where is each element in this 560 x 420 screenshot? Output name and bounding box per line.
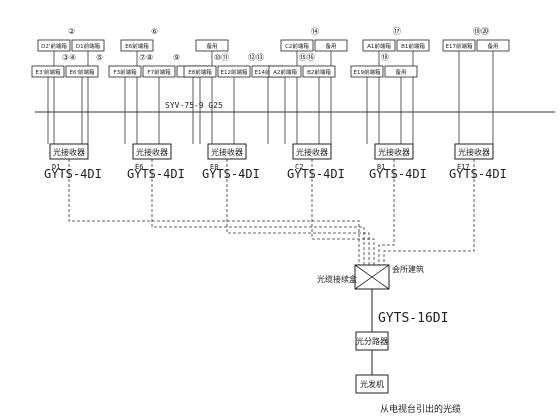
receiver-label: 光接收器 <box>136 147 168 157</box>
frontend-box-label: B2前端箱 <box>307 68 331 76</box>
frontend-box-label: D1前端箱 <box>76 42 101 50</box>
camera-marker: ⑤ <box>96 53 103 62</box>
frontend-box-label: B1前端箱 <box>401 42 425 50</box>
frontend-box-label: 备用 <box>325 42 336 50</box>
main-fiber-label: GYTS-16DI <box>378 311 448 326</box>
camera-marker: ⑥ <box>151 27 158 36</box>
camera-marker: ⑨ <box>173 53 180 62</box>
frontend-box-label: C2前端箱 <box>285 42 309 50</box>
splitter-label: 光分路器 <box>356 336 388 346</box>
camera-marker: ⑩⑪ <box>214 53 229 62</box>
splice-box-cross-b <box>354 264 390 290</box>
node-label: E8 <box>210 163 218 171</box>
node-label: D1 <box>52 163 60 171</box>
fiber-branch-line <box>378 159 395 265</box>
camera-marker: ③④ <box>62 53 76 62</box>
camera-marker: ⑮⑯ <box>299 53 315 62</box>
frontend-box-label: E19前端箱 <box>354 68 381 76</box>
fiber-branch-lines <box>68 159 475 265</box>
camera-marker: ⑦⑧ <box>139 53 153 62</box>
fiber-branch-line <box>226 159 370 265</box>
camera-marker: ② <box>68 27 75 36</box>
frontend-box-label: E3'前端箱 <box>36 68 61 76</box>
frontend-box-label: 备用 <box>206 42 217 50</box>
fiber-branch-line <box>68 159 360 265</box>
branch-fiber-label: GYTS-4DI <box>44 167 102 181</box>
frontend-box-label: E6'前端箱 <box>70 68 95 76</box>
building-label: 会所建筑 <box>392 264 424 274</box>
node-label: E17 <box>457 163 470 171</box>
frontend-box-label: D2'前端箱 <box>41 42 67 50</box>
frontend-box-label: F3前端箱 <box>113 68 137 76</box>
frontend-box-label: E6前端箱 <box>125 42 149 50</box>
transmitter-label: 光发机 <box>360 379 384 389</box>
frontend-box-label: E14前端箱 <box>255 68 282 76</box>
camera-marker: ⑲⑳ <box>473 27 489 36</box>
frontend-box-label: 备用 <box>487 42 498 50</box>
branch-fiber-label: GYTS-4DI <box>202 167 260 181</box>
frontend-box-label: E8前端箱 <box>188 68 212 76</box>
frontend-box-label: F7前端箱 <box>147 68 171 76</box>
receiver-label: 光接收器 <box>211 147 243 157</box>
camera-marker: ⑱ <box>381 53 389 62</box>
splice-box-label: 光缆接续盒 <box>317 274 357 284</box>
branch-fiber-label: GYTS-4DI <box>369 167 427 181</box>
frontend-box-label: A1前端箱 <box>367 42 391 50</box>
frontend-box-label: A2前端箱 <box>273 68 297 76</box>
node-label: E6 <box>135 163 143 171</box>
frontend-box-label: E17前端箱 <box>446 42 473 50</box>
node-label: B1 <box>377 163 385 171</box>
fiber-branch-line <box>311 159 375 265</box>
frontend-box-label: E12前端箱 <box>221 68 248 76</box>
branch-fiber-label: GYTS-4DI <box>449 167 507 181</box>
receiver-label: 光接收器 <box>378 147 410 157</box>
transmitter-box <box>355 374 389 394</box>
receiver-label: 光接收器 <box>53 147 85 157</box>
cable-spec-label: SYV-75-9 G25 <box>165 101 223 110</box>
camera-marker: ⑰ <box>393 27 401 36</box>
receiver-label: 光接收器 <box>458 147 490 157</box>
node-label: C2 <box>295 163 303 171</box>
camera-marker: ⑭ <box>311 27 319 36</box>
source-note: 从电视台引出的光缆 <box>380 403 461 415</box>
fiber-branch-line <box>383 159 475 265</box>
camera-marker: ⑫⑬ <box>248 53 264 62</box>
receiver-label: 光接收器 <box>296 147 328 157</box>
frontend-box-label: 备用 <box>395 68 406 76</box>
receiver-groups: D2'前端箱②D1前端箱E3'前端箱③④E6'前端箱⑤光接收器D1GYTS-4D… <box>31 27 510 181</box>
branch-fiber-label: GYTS-4DI <box>287 167 345 181</box>
branch-fiber-label: GYTS-4DI <box>127 167 185 181</box>
